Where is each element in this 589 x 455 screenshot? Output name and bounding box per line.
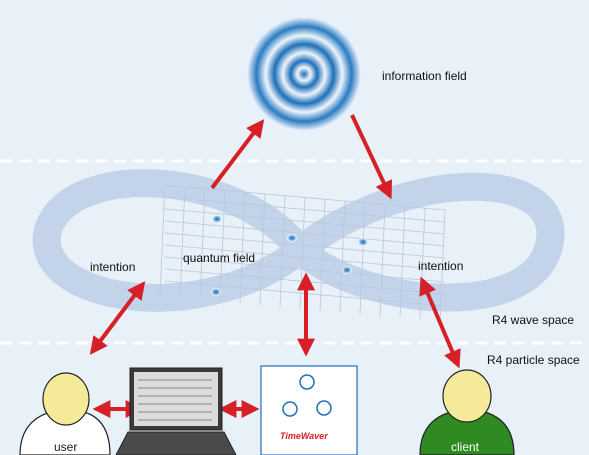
user-figure — [19, 372, 111, 455]
label-wave-space: R4 wave space — [492, 313, 574, 327]
quantum-particle — [358, 238, 368, 246]
arrows — [89, 114, 461, 418]
device-box — [260, 365, 358, 455]
laptop-keyboard — [115, 431, 237, 455]
label-information-field: information field — [382, 69, 467, 83]
device-brand-logo: TimeWaver — [280, 431, 328, 441]
arrow-info-to-quantum — [350, 114, 393, 200]
client-head — [442, 369, 492, 423]
device-sensor — [299, 374, 315, 390]
label-intention-left: intention — [90, 260, 135, 274]
timewaver-device — [260, 365, 358, 455]
label-user: user — [54, 440, 77, 454]
laptop — [115, 367, 237, 455]
laptop-screen — [134, 372, 218, 426]
label-particle-space: R4 particle space — [487, 353, 580, 367]
user-head — [42, 372, 90, 426]
quantum-particle — [342, 266, 352, 274]
quantum-particle — [211, 288, 221, 296]
arrow-user-intention — [89, 281, 146, 355]
client-figure — [419, 369, 515, 455]
label-quantum-field: quantum field — [183, 251, 255, 265]
quantum-particle — [212, 215, 222, 223]
label-client: client — [451, 440, 480, 454]
device-sensor — [282, 401, 298, 417]
quantum-particles — [211, 215, 368, 296]
label-intention-right: intention — [418, 259, 463, 273]
information-field-rings — [238, 8, 370, 140]
arrow-client-intention — [419, 276, 461, 369]
device-sensor — [316, 400, 332, 416]
quantum-particle — [287, 234, 297, 242]
arrow-quantum-to-info — [210, 119, 265, 190]
infinity-band — [32, 169, 565, 312]
